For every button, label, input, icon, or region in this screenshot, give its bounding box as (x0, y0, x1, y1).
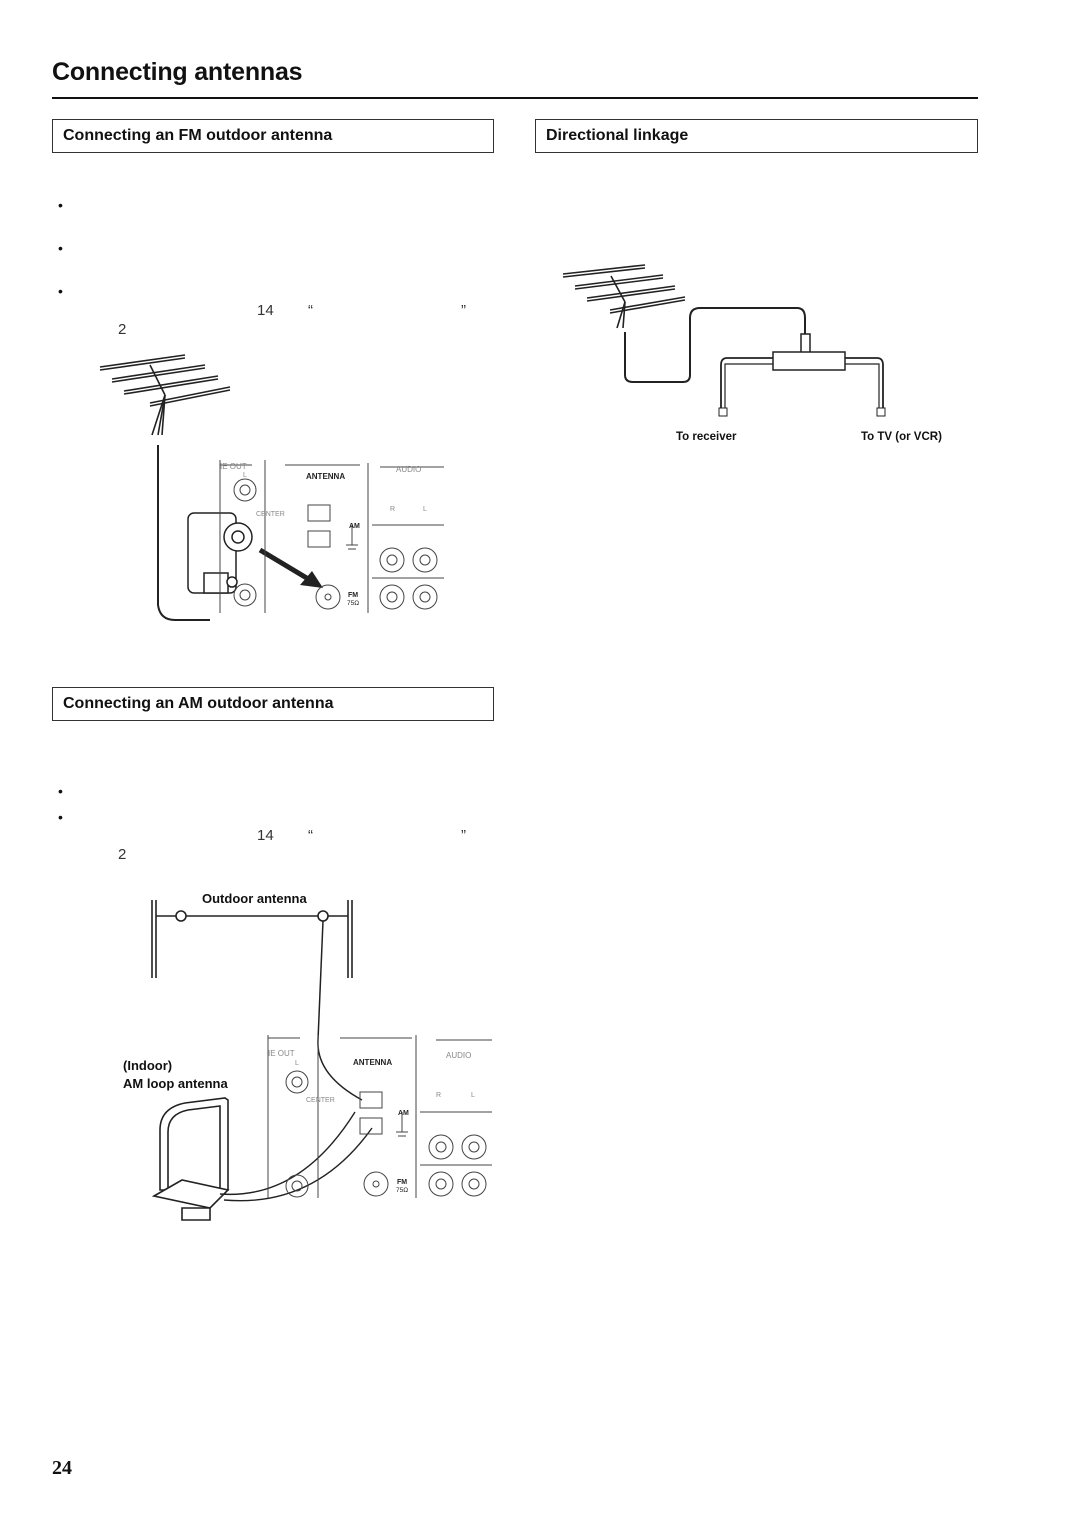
am-panel-audio: AUDIO (446, 1051, 471, 1060)
am-panel-am: AM (398, 1110, 409, 1117)
am-panel-l2: L (471, 1092, 475, 1099)
fm-panel-l2: L (423, 506, 427, 513)
am-panel-l: L (295, 1060, 299, 1067)
fm-section-heading: Connecting an FM outdoor antenna (52, 119, 494, 153)
fm-panel-l: L (243, 472, 247, 479)
to-tv-label: To TV (or VCR) (861, 431, 942, 443)
fm-bullet-3: • (58, 283, 63, 299)
am-step-number: 2 (118, 846, 127, 863)
directional-linkage-diagram (562, 264, 886, 417)
page-title: Connecting antennas (52, 58, 303, 86)
am-close-quote: ” (461, 827, 466, 844)
fm-panel-am: AM (349, 523, 360, 530)
am-loop-antenna-label: AM loop antenna (123, 1076, 228, 1091)
fm-rear-panel-icon (219, 460, 444, 613)
am-panel-fm: FM (397, 1179, 407, 1186)
am-bullet-1: • (58, 783, 63, 799)
am-panel-ohm: 75Ω (396, 1187, 408, 1194)
fm-close-quote: ” (461, 302, 466, 319)
fm-step-number: 2 (118, 321, 127, 338)
am-loop-antenna-icon (151, 1097, 230, 1221)
fm-bullet-1: • (58, 197, 63, 213)
am-panel-line-out: IE OUT (268, 1049, 295, 1058)
fm-panel-ohm: 75Ω (347, 600, 359, 607)
title-rule (52, 97, 978, 99)
linkage-yagi-antenna-icon (562, 264, 686, 329)
am-section-heading: Connecting an AM outdoor antenna (52, 687, 494, 721)
to-receiver-label: To receiver (676, 431, 737, 443)
am-panel-center: CENTER (306, 1097, 335, 1104)
fm-panel-center: CENTER (256, 511, 285, 518)
am-open-quote: “ (308, 827, 313, 844)
am-page-ref: 14 (257, 827, 274, 844)
am-outdoor-wire-antenna-icon (151, 900, 353, 978)
outdoor-antenna-label: Outdoor antenna (202, 891, 307, 906)
fm-open-quote: “ (308, 302, 313, 319)
indoor-label: (Indoor) (123, 1058, 173, 1073)
am-antenna-diagram: IE OUT L CENTER ANTENNA AUDIO R L AM FM … (151, 900, 492, 1221)
fm-antenna-diagram: IE OUT L CENTER ANTENNA AUDIO R L AM FM … (99, 354, 444, 621)
fm-panel-audio: AUDIO (396, 465, 421, 474)
page-number: 24 (52, 1457, 72, 1479)
fm-panel-fm: FM (348, 592, 358, 599)
fm-panel-r: R (390, 506, 395, 513)
fm-panel-antenna: ANTENNA (306, 472, 345, 481)
directional-section-heading: Directional linkage (535, 119, 978, 153)
am-rear-panel-icon (267, 1035, 492, 1198)
am-panel-r: R (436, 1092, 441, 1099)
fm-yagi-antenna-icon (99, 354, 231, 436)
fm-bullet-2: • (58, 240, 63, 256)
am-panel-antenna: ANTENNA (353, 1058, 392, 1067)
am-bullet-2: • (58, 809, 63, 825)
fm-transformer-icon (187, 512, 253, 594)
fm-page-ref: 14 (257, 302, 274, 319)
splitter-icon (772, 333, 846, 371)
fm-panel-line-out: IE OUT (220, 462, 247, 471)
